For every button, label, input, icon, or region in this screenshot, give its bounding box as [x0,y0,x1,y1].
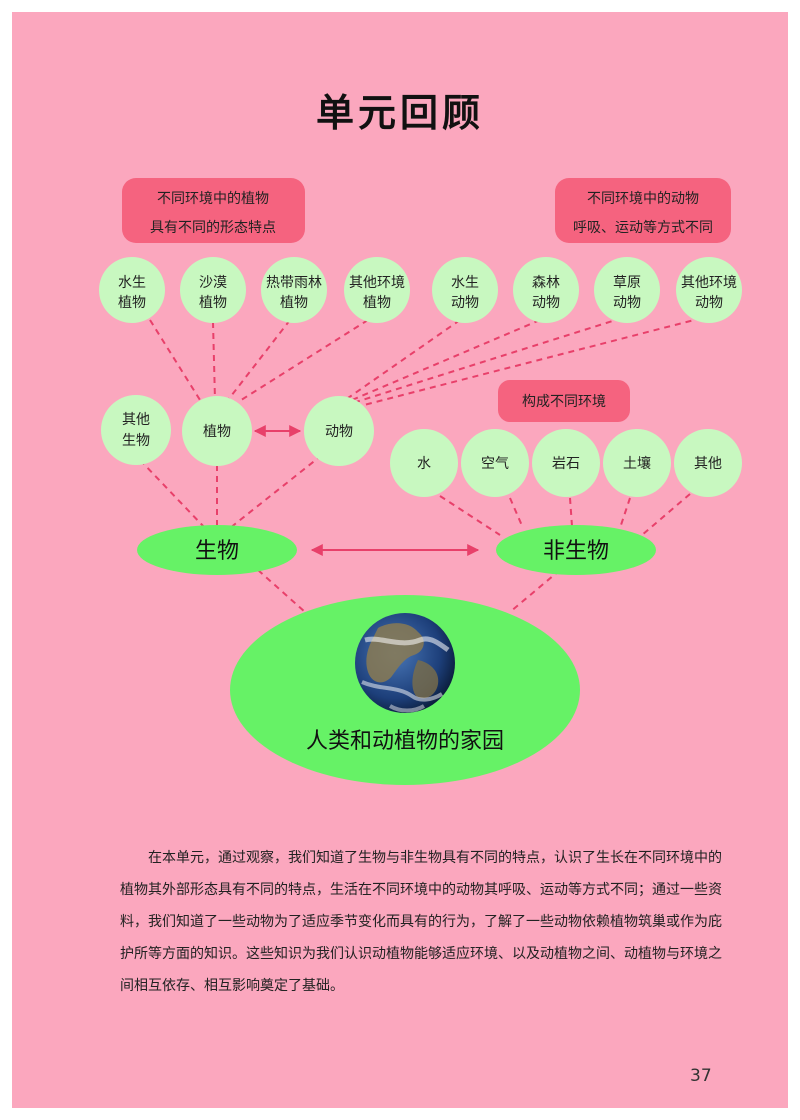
node-label: 植物 [199,295,227,311]
node-label: 空气 [481,456,509,472]
node-label: 草原 [613,275,641,291]
node-label: 水 [417,456,431,472]
node-label: 其他 [694,456,722,472]
node-label: 动物 [695,295,723,311]
animals-note-line-1: 不同环境中的动物 [587,191,699,207]
animals-note-box: 不同环境中的动物 呼吸、运动等方式不同 [555,178,731,243]
home-oval: 人类和动植物的家园 [230,595,580,785]
page-title: 单元回顾 [315,90,484,135]
node-label: 动物 [325,424,353,440]
animals-node: 动物 [304,396,374,466]
node-label: 植物 [363,295,391,311]
nonliving-label: 非生物 [543,539,609,564]
living-oval: 生物 [137,525,297,575]
node-label: 其他环境 [681,275,737,291]
node-label: 水生 [118,275,146,291]
other-living-node: 其他 生物 [101,395,171,465]
node-label: 其他 [122,412,150,428]
nonliving-node: 其他 [674,429,742,497]
node-label: 水生 [451,275,479,291]
node-label: 动物 [532,295,560,311]
plants-node: 植物 [182,396,252,466]
nonliving-oval: 非生物 [496,525,656,575]
animal-type-node: 其他环境 动物 [676,257,742,323]
nonliving-node: 土壤 [603,429,671,497]
page-number: 37 [690,1066,712,1086]
node-label: 土壤 [623,455,651,472]
living-label: 生物 [195,539,239,564]
animal-type-node: 水生 动物 [432,257,498,323]
plants-note-line-2: 具有不同的形态特点 [150,220,276,236]
animal-type-nodes: 水生 动物 森林 动物 草原 动物 其他环境 动物 [432,257,742,323]
summary-paragraph: 在本单元，通过观察，我们知道了生物与非生物具有不同的特点，认识了生长在不同环境中… [120,850,722,994]
plant-type-node: 热带雨林 植物 [261,257,327,323]
node-label: 植物 [203,424,231,440]
node-label: 其他环境 [349,275,405,291]
plant-type-node: 水生 植物 [99,257,165,323]
node-label: 动物 [451,295,479,311]
nonliving-node: 空气 [461,429,529,497]
node-label: 森林 [532,275,560,291]
plant-type-nodes: 水生 植物 沙漠 植物 热带雨林 植物 其他环境 植物 [99,257,410,323]
earth-globe-icon [355,613,455,713]
nonliving-nodes: 水 空气 岩石 土壤 其他 [390,429,742,497]
animals-note-line-2: 呼吸、运动等方式不同 [573,219,713,236]
nonliving-node: 水 [390,429,458,497]
animal-type-node: 森林 动物 [513,257,579,323]
env-note-box: 构成不同环境 [498,380,630,422]
home-label: 人类和动植物的家园 [306,729,504,754]
env-note-text: 构成不同环境 [522,394,606,410]
plant-type-node: 其他环境 植物 [344,257,410,323]
plants-note-line-1: 不同环境中的植物 [157,191,269,207]
nonliving-node: 岩石 [532,429,600,497]
node-label: 植物 [280,295,308,311]
plant-type-node: 沙漠 植物 [180,257,246,323]
node-label: 热带雨林 [266,275,322,291]
node-label: 动物 [613,295,641,311]
node-label: 植物 [118,295,146,311]
animal-type-node: 草原 动物 [594,257,660,323]
node-label: 沙漠 [199,275,227,291]
node-label: 生物 [122,433,150,449]
plants-note-box: 不同环境中的植物 具有不同的形态特点 [122,178,305,243]
connector-lines [139,317,703,613]
node-label: 岩石 [552,456,580,472]
